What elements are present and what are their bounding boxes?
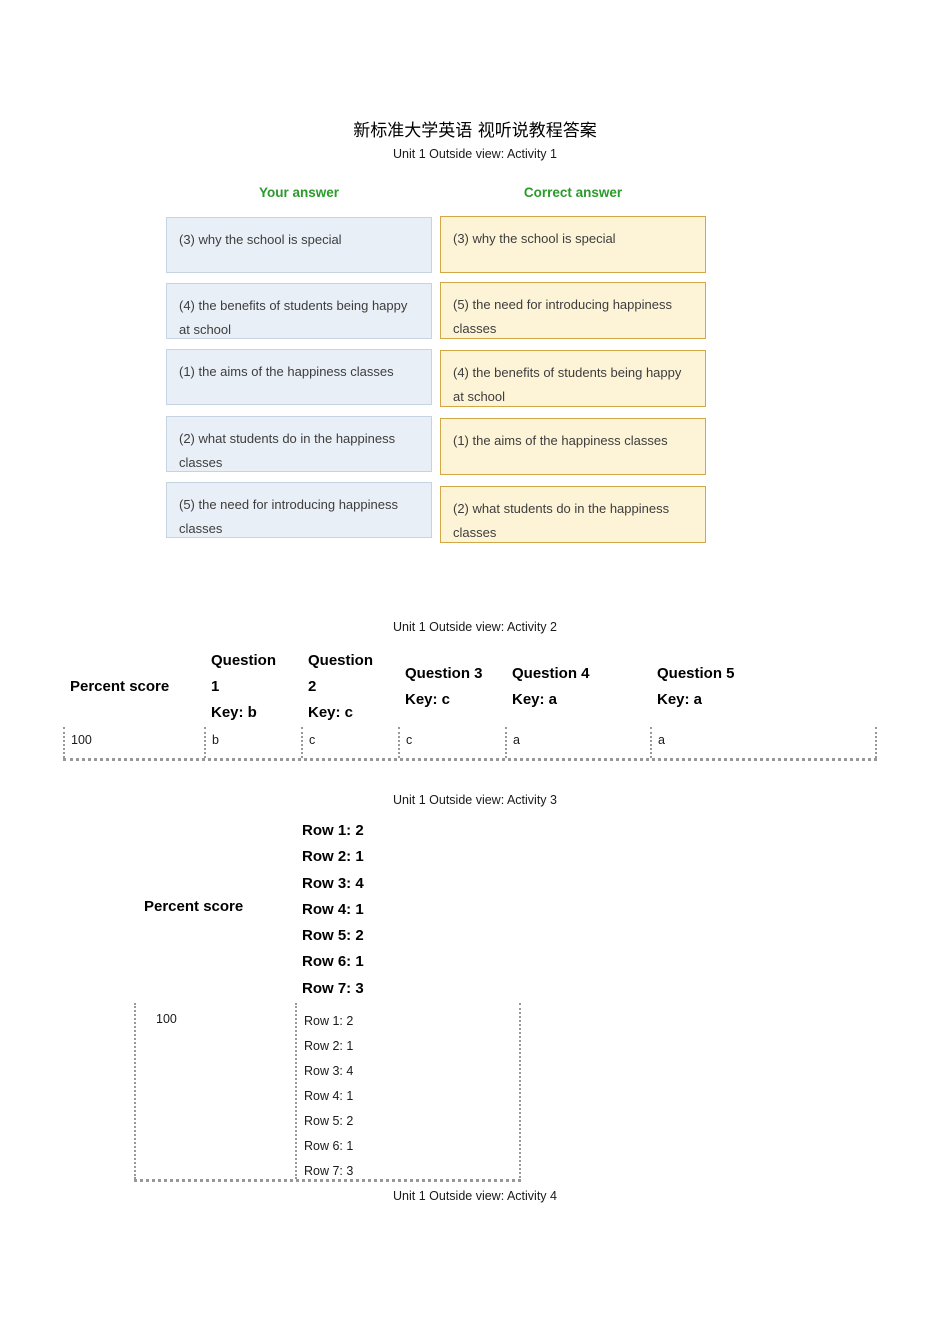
answer-line: Row 2: 1	[304, 1039, 354, 1053]
column-key: Key: a	[512, 690, 558, 708]
answer-line: Row 6: 1	[304, 1139, 354, 1153]
column-label: Percent score	[70, 677, 170, 695]
correct-answer-box: (5) the need for introducing happiness c…	[440, 282, 706, 339]
column-label: Question 5	[657, 664, 735, 682]
your-answer-box: (5) the need for introducing happiness c…	[166, 482, 432, 538]
activity3-score-table: 100 Row 1: 2 Row 2: 1 Row 3: 4 Row 4: 1 …	[134, 1003, 521, 1182]
answer-line: Row 3: 4	[304, 1064, 354, 1078]
your-answer-box: (3) why the school is special	[166, 217, 432, 273]
column-key: Key: a	[657, 690, 703, 708]
activity2-data-row: 100 b c c a a	[63, 727, 877, 761]
key-line: Row 7: 3	[302, 979, 364, 997]
table-cell-percent-score: 100	[134, 1003, 295, 1179]
activity2-caption: Unit 1 Outside view: Activity 2	[393, 620, 557, 634]
your-answer-box: (2) what students do in the happiness cl…	[166, 416, 432, 472]
key-line: Row 1: 2	[302, 822, 364, 839]
key-line: Row 4: 1	[302, 900, 364, 918]
table-cell-question-2: c	[301, 727, 398, 758]
your-answer-box: (4) the benefits of students being happy…	[166, 283, 432, 339]
answer-line: Row 1: 2	[304, 1014, 354, 1028]
key-line: Row 5: 2	[302, 927, 364, 945]
table-cell-question-5: a	[650, 727, 877, 758]
correct-answer-box: (1) the aims of the happiness classes	[440, 418, 706, 475]
column-label: Question 4	[512, 664, 590, 682]
correct-answer-box: (3) why the school is special	[440, 216, 706, 273]
correct-answer-header: Correct answer	[523, 185, 623, 200]
column-key: Key: c	[405, 690, 451, 708]
page-title: 新标准大学英语 视听说教程答案	[353, 121, 597, 141]
your-answer-box: (1) the aims of the happiness classes	[166, 349, 432, 405]
answer-line: Row 5: 2	[304, 1114, 354, 1128]
activity2-header-row: Percent score Question 1 Key: b Question…	[63, 646, 877, 727]
table-cell-question-3: c	[398, 727, 505, 758]
key-line: Row 2: 1	[302, 848, 364, 866]
answer-line: Row 7: 3	[304, 1164, 354, 1178]
activity3-caption: Unit 1 Outside view: Activity 3	[393, 793, 557, 807]
activity3-percent-score-label: Percent score	[144, 898, 244, 915]
activity3-key-list: Row 1: 2 Row 2: 1 Row 3: 4 Row 4: 1 Row …	[302, 818, 364, 1002]
activity2-score-table: Percent score Question 1 Key: b Question…	[63, 646, 877, 761]
column-header-question-5: Question 5 Key: a	[650, 661, 877, 713]
column-header-question-1: Question 1 Key: b	[204, 648, 301, 726]
column-header-question-4: Question 4 Key: a	[505, 661, 650, 713]
column-label: Question 2	[308, 651, 374, 695]
table-cell-question-1: b	[204, 727, 301, 758]
key-line: Row 6: 1	[302, 953, 364, 971]
your-answer-header: Your answer	[258, 185, 340, 200]
column-header-question-2: Question 2 Key: c	[301, 648, 398, 726]
table-cell-percent-score: 100	[63, 727, 204, 758]
column-label: Question 3	[405, 664, 483, 682]
column-key: Key: b	[211, 703, 257, 721]
column-key: Key: c	[308, 703, 354, 721]
column-label: Question 1	[211, 651, 277, 695]
answer-line: Row 4: 1	[304, 1089, 354, 1103]
column-header-question-3: Question 3 Key: c	[398, 661, 505, 713]
column-header-percent-score: Percent score	[63, 674, 204, 700]
table-cell-answers: Row 1: 2 Row 2: 1 Row 3: 4 Row 4: 1 Row …	[295, 1003, 519, 1179]
correct-answer-box: (4) the benefits of students being happy…	[440, 350, 706, 407]
activity1-caption: Unit 1 Outside view: Activity 1	[393, 147, 557, 161]
activity4-caption: Unit 1 Outside view: Activity 4	[393, 1189, 557, 1203]
key-line: Row 3: 4	[302, 874, 364, 892]
table-cell-question-4: a	[505, 727, 650, 758]
correct-answer-box: (2) what students do in the happiness cl…	[440, 486, 706, 543]
